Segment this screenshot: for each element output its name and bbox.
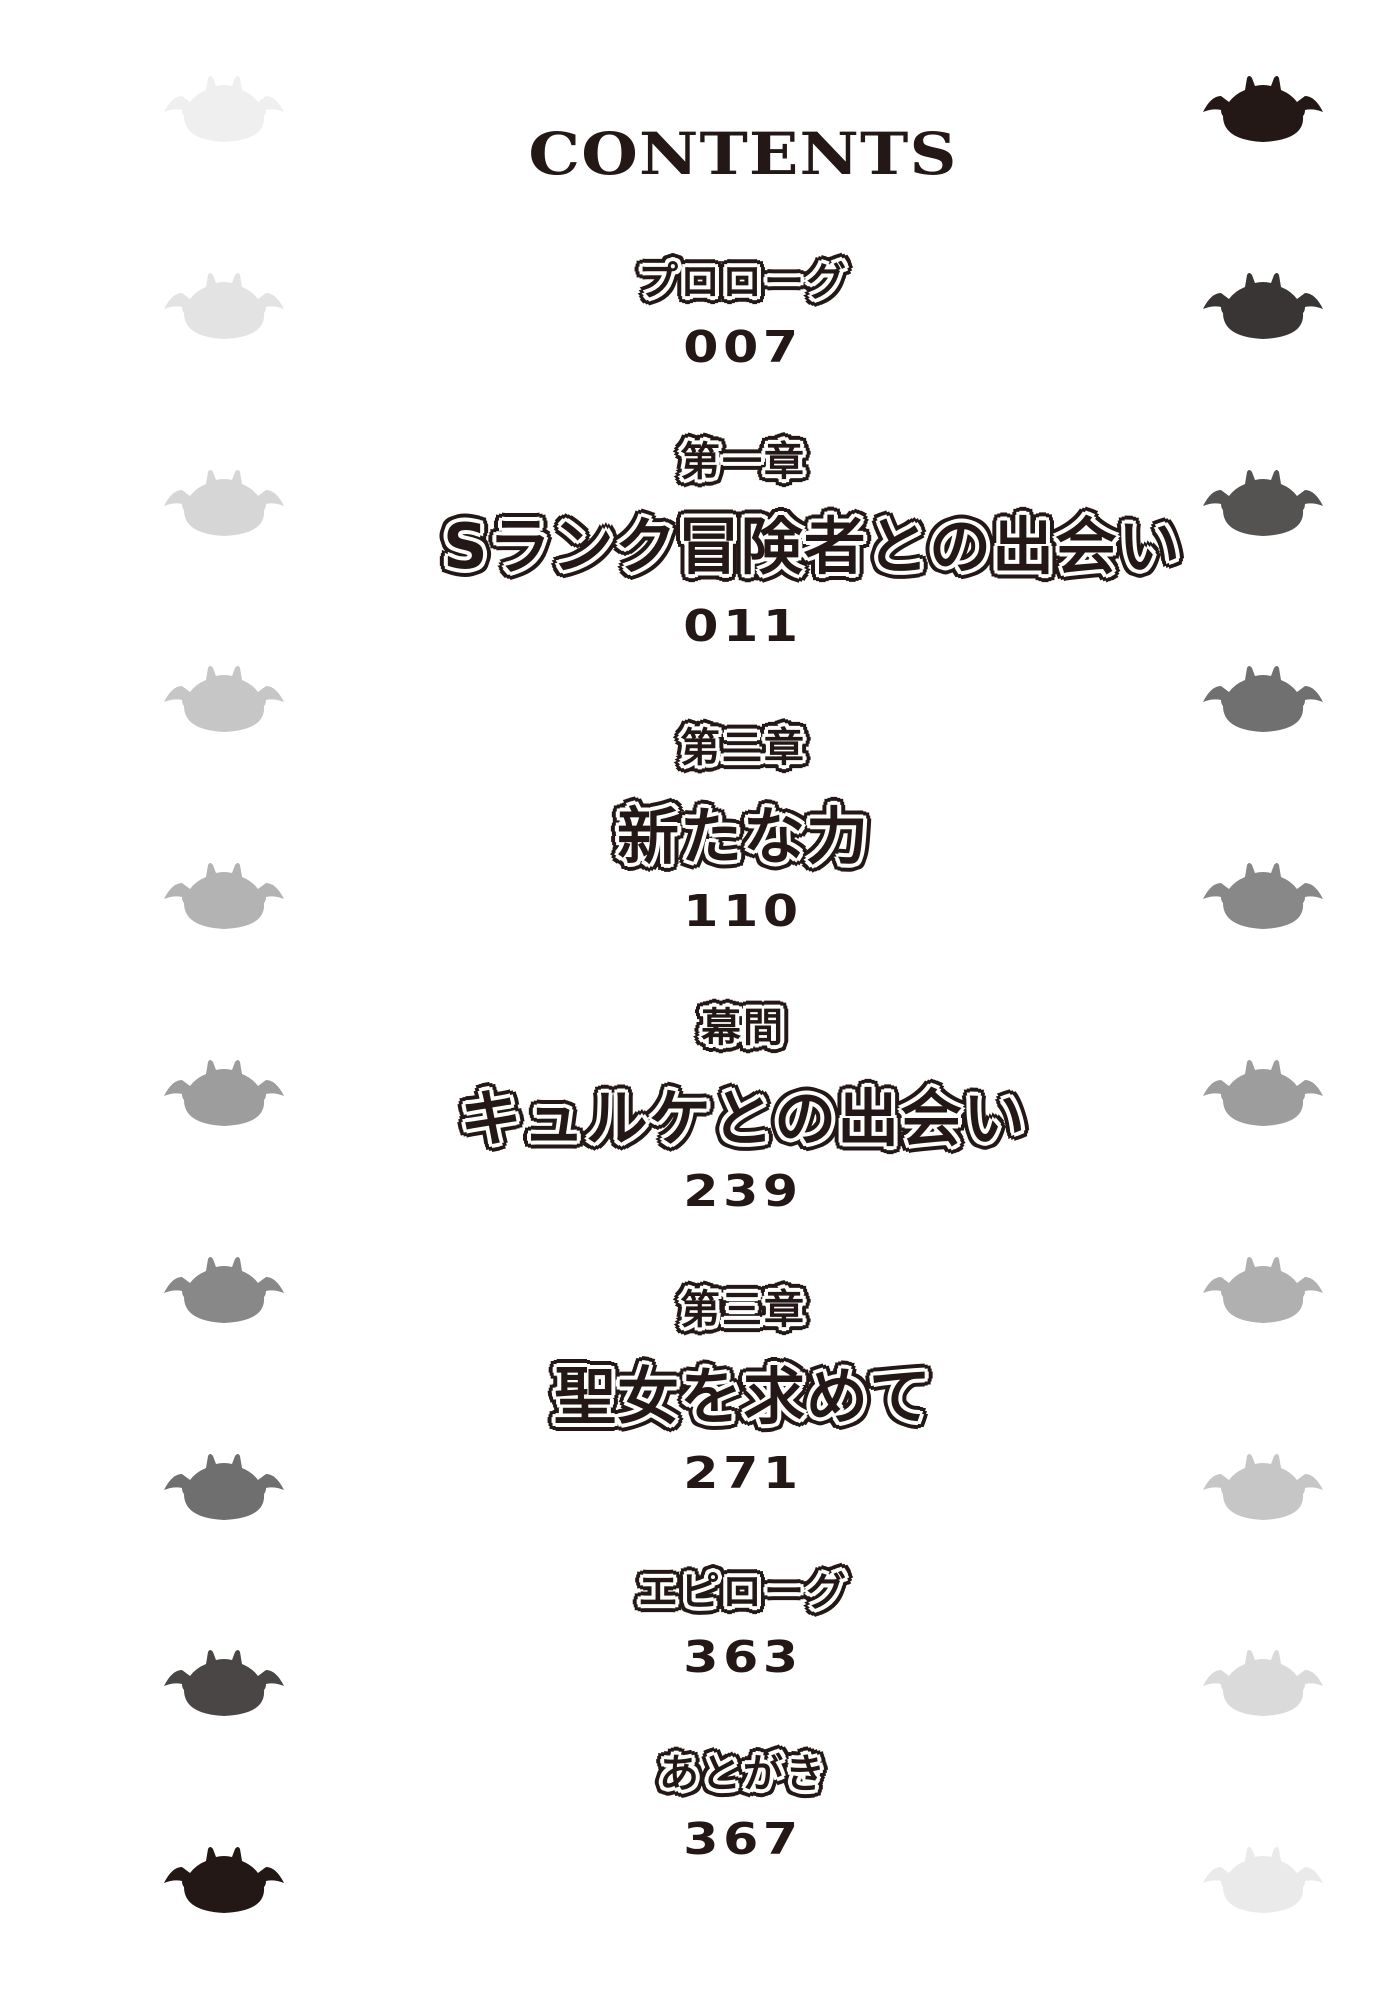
toc-entry-afterword-page[interactable]: 367 (683, 1814, 803, 1865)
toc-entry-epilogue-page[interactable]: 363 (683, 1632, 803, 1683)
bat-icon (162, 861, 286, 931)
toc-entry-afterword-label[interactable]: あとがき (659, 1751, 827, 1797)
toc-entry-chapter2-title[interactable]: 新たな力 (616, 800, 869, 873)
toc-entry-epilogue-label[interactable]: エピローグ (638, 1569, 848, 1615)
toc-entry-chapter1-number: 第一章 (680, 439, 806, 485)
toc-entry-chapter2-page[interactable]: 110 (683, 886, 803, 937)
bat-icon (1201, 664, 1325, 734)
bat-icon (162, 1255, 286, 1325)
toc-entry-interlude-page[interactable]: 239 (683, 1166, 803, 1217)
bat-icon (1201, 1255, 1325, 1325)
toc-entry-chapter3-title[interactable]: 聖女を求めて (553, 1360, 932, 1433)
bat-icon (1201, 74, 1325, 144)
toc-entry-prologue-page[interactable]: 007 (683, 322, 803, 373)
table-of-contents: CONTENTS プロローグ 007 第一章 Sランク冒険者との出会い 011 … (443, 0, 1182, 1991)
bat-icon (162, 74, 286, 144)
left-bat-column (162, 0, 286, 1991)
toc-entry-interlude-title[interactable]: キュルケとの出会い (459, 1082, 1027, 1155)
bat-icon (1201, 861, 1325, 931)
bat-icon (1201, 1452, 1325, 1522)
bat-icon (162, 1058, 286, 1128)
right-bat-column (1201, 0, 1325, 1991)
bat-icon (162, 664, 286, 734)
bat-icon (162, 468, 286, 538)
toc-entry-chapter1-title[interactable]: Sランク冒険者との出会い (443, 510, 1182, 583)
bat-icon (162, 1452, 286, 1522)
toc-entry-chapter3-page[interactable]: 271 (683, 1448, 803, 1499)
bat-icon (162, 1648, 286, 1718)
toc-entry-chapter2-number: 第二章 (680, 725, 806, 771)
bat-icon (162, 271, 286, 341)
bat-icon (1201, 1845, 1325, 1915)
bat-icon (1201, 1648, 1325, 1718)
toc-entry-prologue-label[interactable]: プロローグ (638, 259, 848, 305)
bat-icon (1201, 1058, 1325, 1128)
bat-icon (1201, 468, 1325, 538)
toc-entry-chapter3-number: 第三章 (680, 1287, 806, 1333)
bat-icon (1201, 271, 1325, 341)
toc-entry-interlude-label: 幕間 (701, 1005, 785, 1051)
toc-entry-chapter1-page[interactable]: 011 (683, 601, 803, 652)
bat-icon (162, 1845, 286, 1915)
page-title: CONTENTS (528, 120, 958, 188)
